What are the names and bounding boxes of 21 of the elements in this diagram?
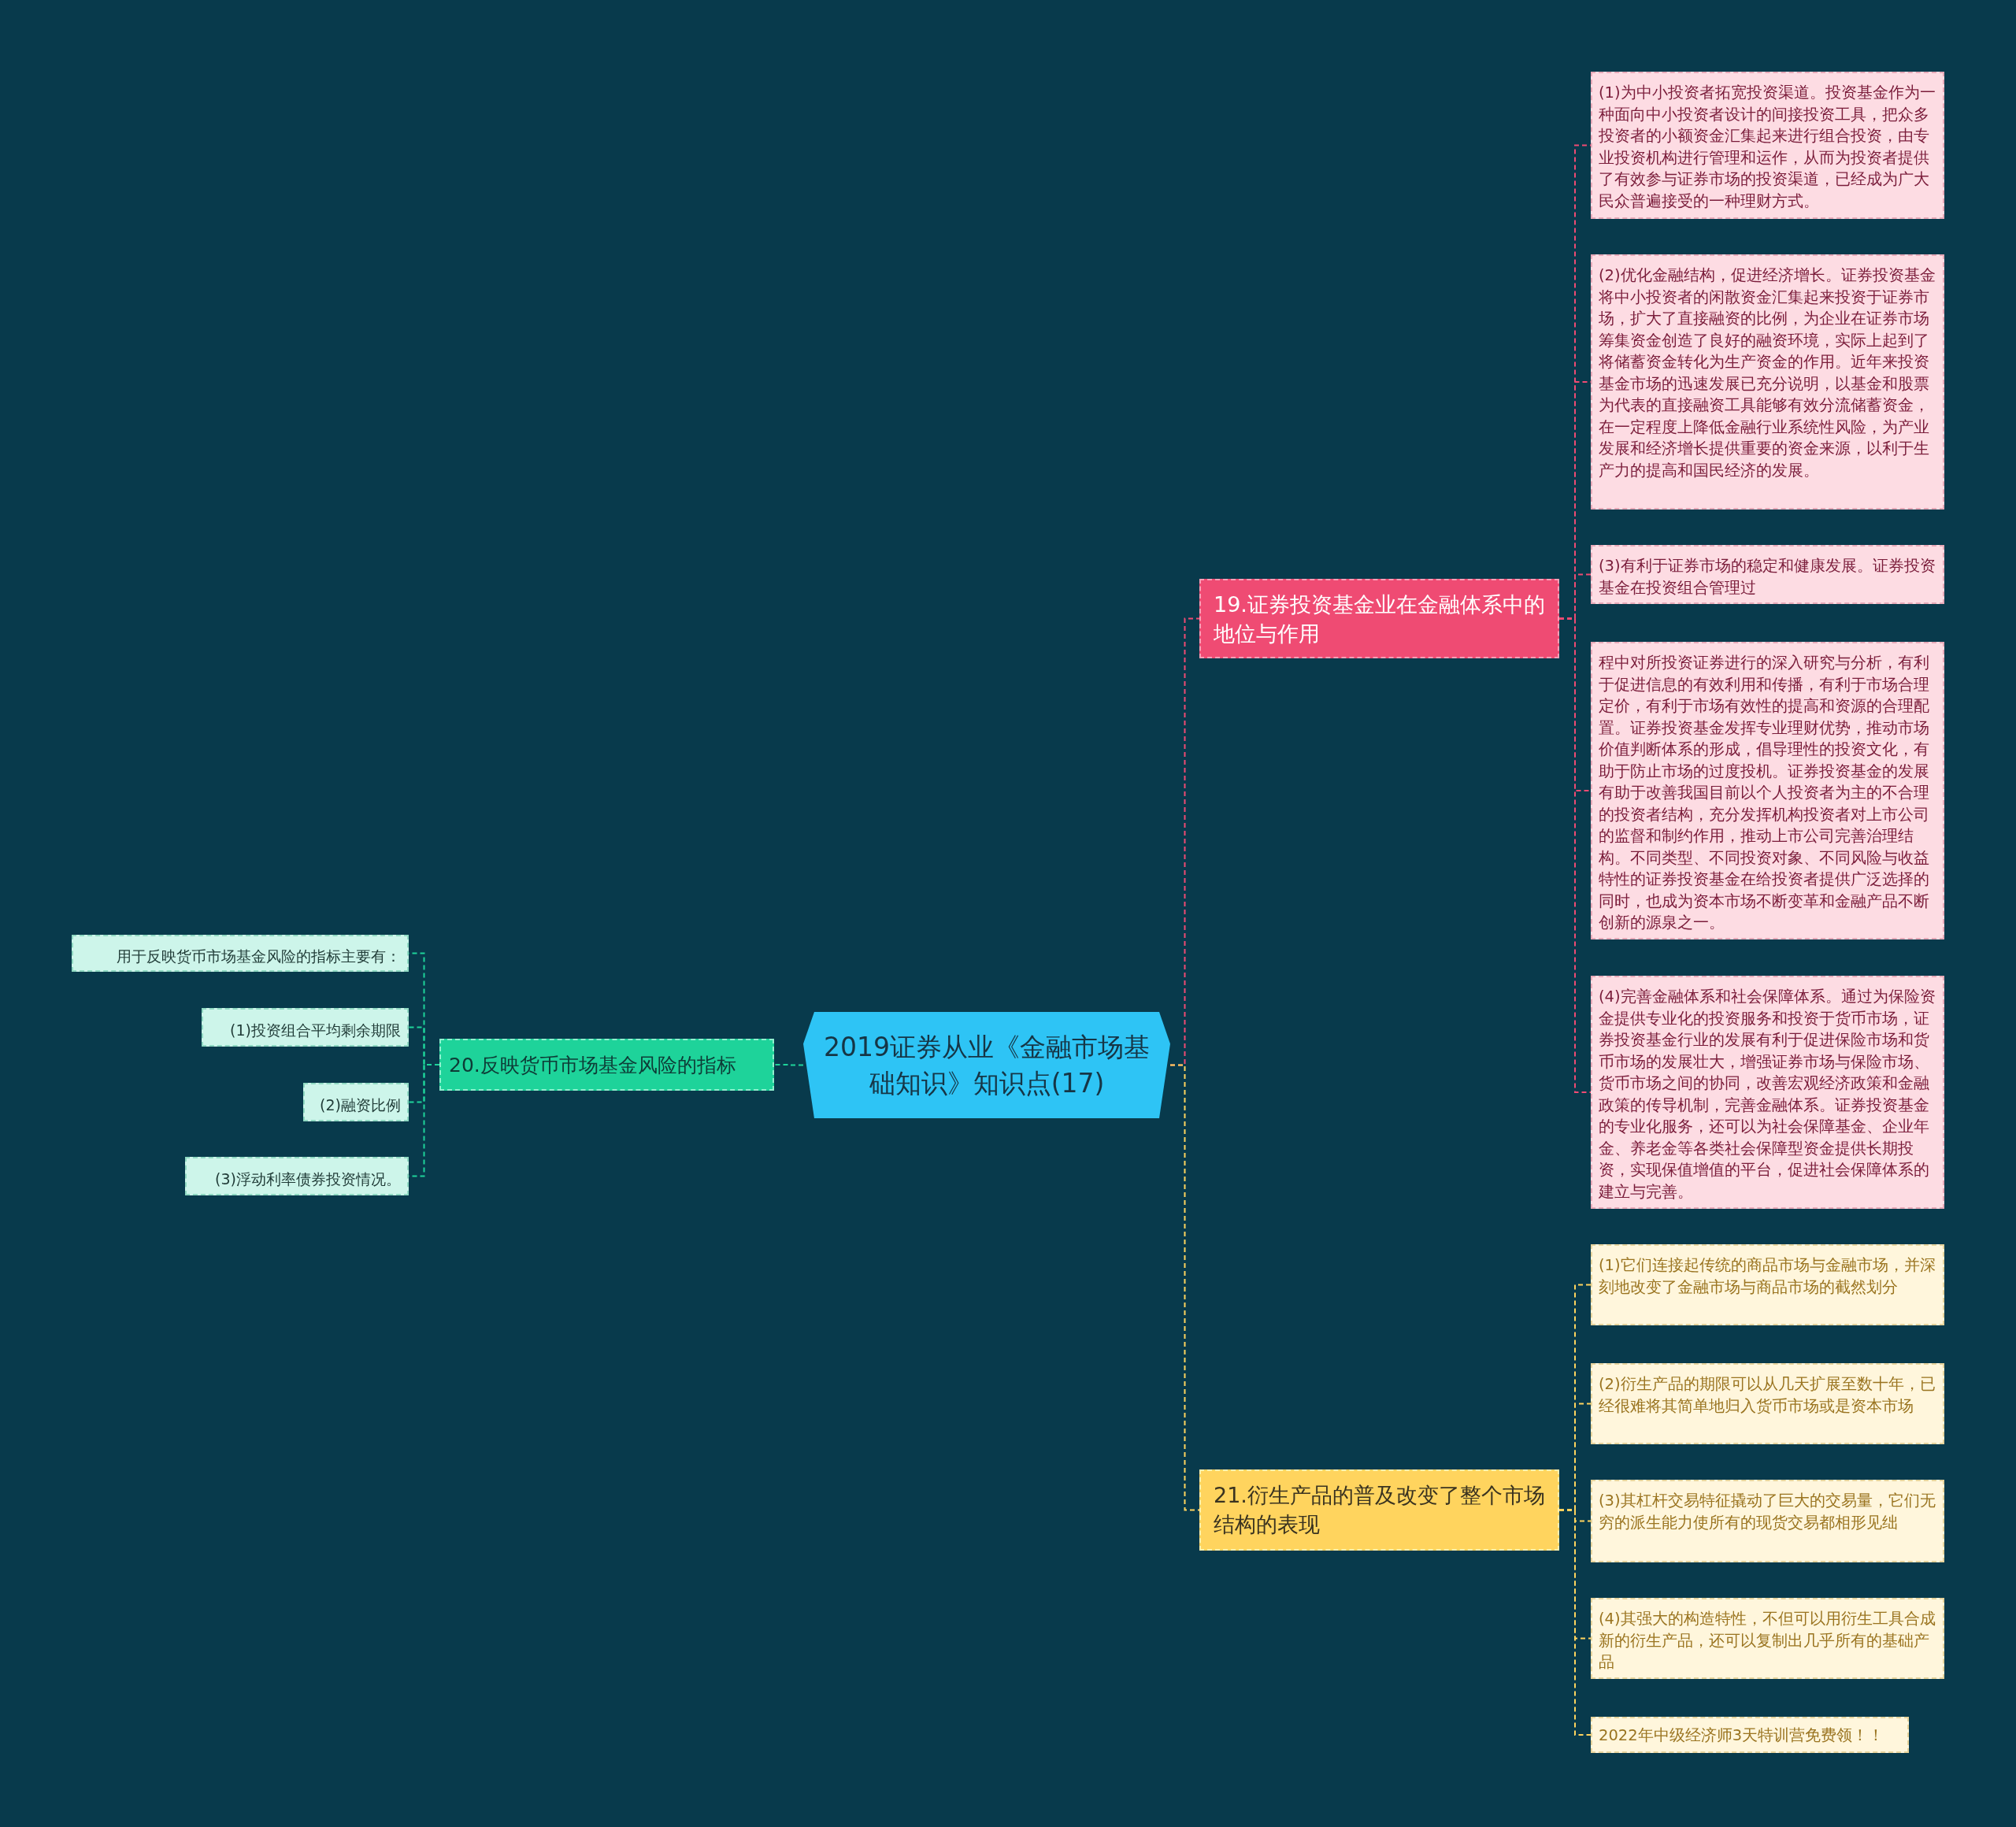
note-box: (4)完善金融体系和社会保障体系。通过为保险资金提供专业化的投资服务和投资于货币市场，证券投资基金行业的发展有利于促进保险市场和货币市场的发展壮大，增强证券市场与保险市场、货币市场之间的协同，改善宏观经济政策和金融政策的传导机制，完善金融体系。证券投资基金的专业化服务，还可以为社会保障基金、企业年金、养老金等各类社会保障型资金提供长期投资，实现保值增值的平台，促进社会保障体系的建立与完善。 <box>1591 976 1944 1209</box>
note-box: 2022年中级经济师3天特训营免费领！！ <box>1591 1717 1909 1753</box>
note-box: 用于反映货币市场基金风险的指标主要有： <box>72 935 409 972</box>
note-box: (3)浮动利率债券投资情况。 <box>185 1157 409 1195</box>
topic-box: 19.证券投资基金业在金融体系中的地位与作用 <box>1199 579 1559 658</box>
note-box: (1)投资组合平均剩余期限 <box>202 1008 409 1047</box>
note-box: (1)为中小投资者拓宽投资渠道。投资基金作为一种面向中小投资者设计的间接投资工具，把众多投资者的小额资金汇集起来进行组合投资，由专业投资机构进行管理和运作，从而为投资者提供了有效参与证券市场的投资渠道，已经成为广大民众普遍接受的一种理财方式。 <box>1591 72 1944 219</box>
topic-box: 20.反映货币市场基金风险的指标 <box>439 1039 774 1091</box>
note-box: (2)融资比例 <box>303 1083 409 1121</box>
note-box: (3)有利于证券市场的稳定和健康发展。证券投资基金在投资组合管理过 <box>1591 545 1944 604</box>
connector-line <box>1169 1064 1200 1511</box>
connector-line <box>1558 1509 1592 1736</box>
note-box: 程中对所投资证券进行的深入研究与分析，有利于促进信息的有效利用和传播，有利于市场合理定价，有利于市场有效性的提高和资源的合理配置。证券投资基金发挥专业理财优势，推动市场价值判断体系的形成，倡导理性的投资文化，有助于防止市场的过度投机。证券投资基金的发展有助于改善我国目前以个人投资者为主的不合理的投资者结构，充分发挥机构投资者对上市公司的监督和制约作用，推动上市公司完善治理结构。不同类型、不同投资对象、不同风险与收益特性的证券投资基金在给投资者提供广泛选择的同时，也成为资本市场不断变革和金融产品不断创新的源泉之一。 <box>1591 642 1944 939</box>
note-box: (1)它们连接起传统的商品市场与金融市场，并深刻地改变了金融市场与商品市场的截然划分 <box>1591 1244 1944 1325</box>
connector-line <box>773 1064 804 1066</box>
note-box: (4)其强大的构造特性，不但可以用衍生工具合成新的衍生产品，还可以复制出几乎所有的基础产品 <box>1591 1598 1944 1679</box>
note-box: (3)其杠杆交易特征撬动了巨大的交易量，它们无穷的派生能力使所有的现货交易都相形见绌 <box>1591 1480 1944 1562</box>
topic-box: 21.衍生产品的普及改变了整个市场结构的表现 <box>1199 1469 1559 1551</box>
note-box: (2)衍生产品的期限可以从几天扩展至数十年，已经很难将其简单地归入货币市场或是资本市场 <box>1591 1363 1944 1444</box>
connector-line <box>1558 617 1592 1093</box>
note-box: (2)优化金融结构，促进经济增长。证券投资基金将中小投资者的闲散资金汇集起来投资于证券市场，扩大了直接融资的比例，为企业在证券市场筹集资金创造了良好的融资环境，实际上起到了将储蓄资金转化为生产资金的作用。近年来投资基金市场的迅速发展已充分说明，以基金和股票为代表的直接融资工具能够有效分流储蓄资金，在一定程度上降低金融行业系统性风险，为产业发展和经济增长提供重要的资金来源，以利于生产力的提高和国民经济的发展。 <box>1591 254 1944 510</box>
